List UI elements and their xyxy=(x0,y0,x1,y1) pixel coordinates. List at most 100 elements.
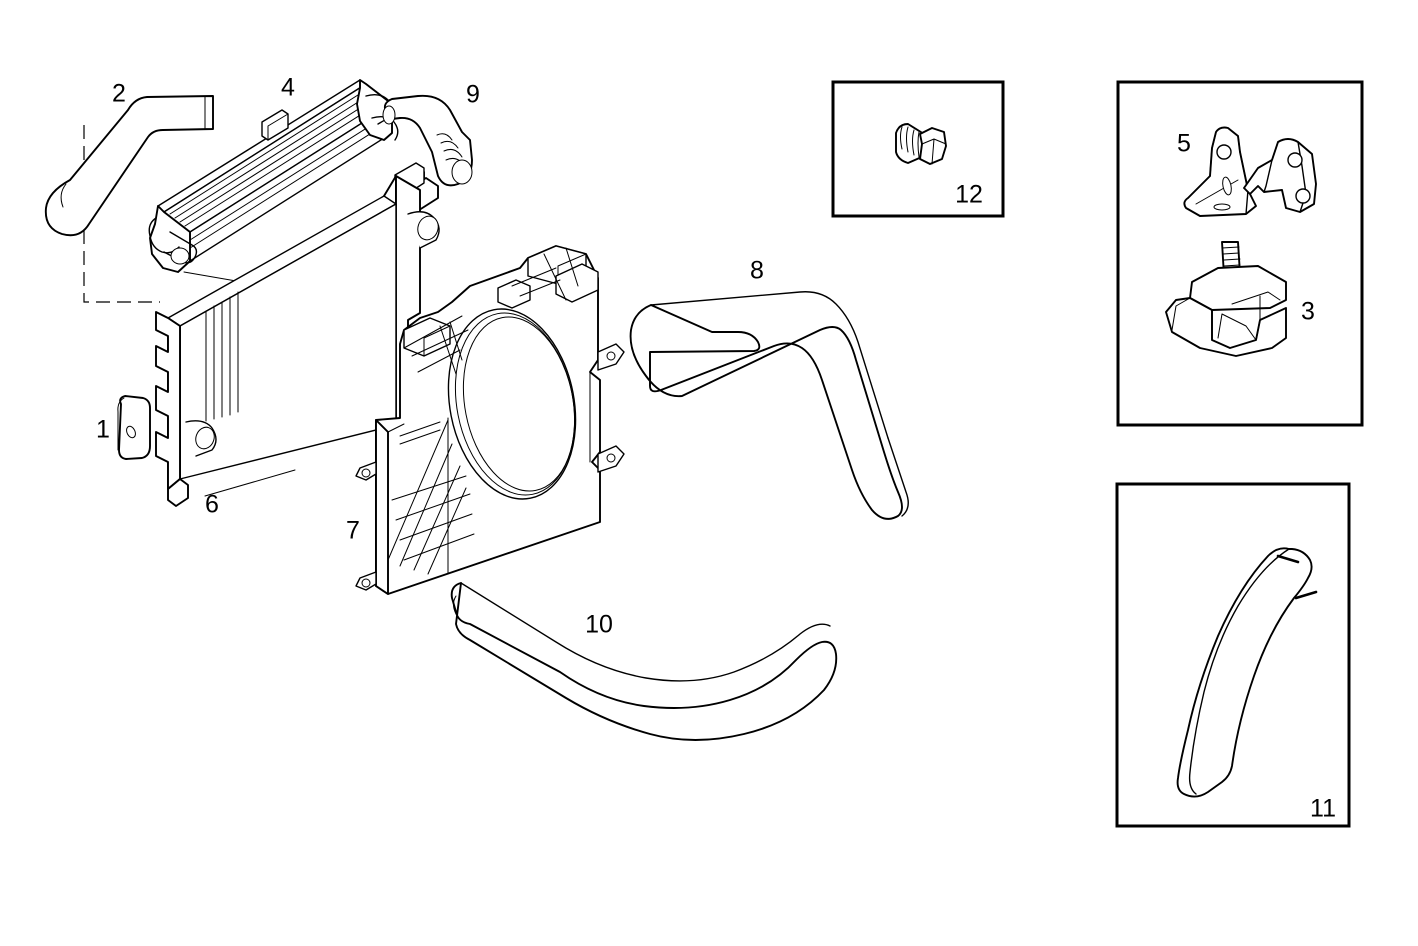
shroud-rib-diag-upper xyxy=(439,321,463,375)
inset-box-bracket-mount: 5 3 xyxy=(1116,80,1364,427)
bracket-left-body xyxy=(1183,126,1257,217)
hose-2-outline xyxy=(44,95,214,237)
callout-12: 12 xyxy=(955,181,983,209)
part-3-engine-mount: 3 xyxy=(1165,241,1315,357)
cooler-front-fin xyxy=(189,119,393,249)
callout-7: 7 xyxy=(346,517,360,545)
callout-8: 8 xyxy=(750,257,764,285)
part-4-oil-cooler xyxy=(148,79,399,303)
shroud-left-wall xyxy=(375,419,389,595)
shroud-fan-opening-outer xyxy=(447,308,577,500)
bracket-slot-mid xyxy=(1222,176,1232,196)
mount-inner-rib xyxy=(1231,291,1281,305)
pipe-11-inner-edge xyxy=(1188,548,1290,795)
pipe-11-stripe-lower xyxy=(1294,590,1318,600)
shroud-hatch-a xyxy=(387,419,467,575)
bracket-right-inner xyxy=(1263,141,1279,193)
shroud-hatch-b xyxy=(391,475,475,561)
hose-10-upper-edge xyxy=(460,582,831,682)
inset-box-11: 11 xyxy=(1115,482,1351,828)
shroud-fan-opening-inner xyxy=(462,316,576,492)
radiator-left-port xyxy=(195,426,215,450)
hose-2-inner-bend xyxy=(60,183,67,208)
mount-body xyxy=(1165,297,1287,357)
radiator-left-tank-side xyxy=(155,311,181,490)
cooler-left-neck-b xyxy=(163,231,198,264)
hose-9-left-opening xyxy=(382,105,396,125)
bracket-right-hole-bottom xyxy=(1295,188,1311,204)
pipe-11-stripe-top xyxy=(1276,554,1300,564)
shroud-rib-group-upper xyxy=(403,315,469,373)
mount-pad-edge xyxy=(117,397,125,451)
mount-left-face xyxy=(1171,297,1191,331)
bolt-head-facets xyxy=(921,138,947,165)
shroud-rib-diag-top xyxy=(543,247,579,301)
dashed-reference-line xyxy=(83,125,160,303)
bracket-slot-bottom xyxy=(1213,203,1231,211)
shroud-rib-top-bar xyxy=(511,267,561,297)
cooler-fin xyxy=(169,87,370,215)
shroud-mid-tab xyxy=(497,279,531,309)
shroud-rib-bar-left xyxy=(399,421,441,445)
mount-pad-slot xyxy=(126,425,136,439)
shroud-wall-fold xyxy=(387,423,405,433)
radiator-outlet-port xyxy=(417,215,439,241)
cooler-fin xyxy=(174,91,375,219)
hose-9-right-opening xyxy=(451,159,473,185)
radiator-bottom-foot xyxy=(167,478,189,507)
shroud-right-hole-top xyxy=(606,351,616,361)
bracket-inset-frame xyxy=(1116,80,1364,427)
callout-4: 4 xyxy=(281,74,295,102)
cooler-fin xyxy=(184,99,385,227)
leader-line-6 xyxy=(204,469,296,497)
hose-8-upper-edge xyxy=(650,291,889,439)
cooler-right-neck-b xyxy=(371,115,399,141)
callout-9: 9 xyxy=(466,81,480,109)
mount-edge-b xyxy=(1255,319,1261,341)
part-10-lower-radiator-hose xyxy=(450,582,838,741)
mount-top-face xyxy=(1189,265,1287,311)
cooler-left-neck-a xyxy=(148,217,180,254)
bracket-hole-top xyxy=(1216,144,1232,160)
callout-11: 11 xyxy=(1310,795,1336,823)
cooler-left-port xyxy=(170,247,190,265)
hose-8-outline xyxy=(629,304,903,520)
part-7-fan-shroud xyxy=(355,245,625,595)
callout-10: 10 xyxy=(585,611,613,639)
hose-10-left-cap xyxy=(453,595,457,615)
cooler-right-tank xyxy=(356,79,393,141)
bracket-left-edge xyxy=(1237,135,1249,215)
shroud-left-hole-top xyxy=(361,468,371,478)
callout-3: 3 xyxy=(1301,298,1315,326)
pipe-inset-frame xyxy=(1115,482,1351,828)
callout-5: 5 xyxy=(1177,130,1191,158)
part-1-rubber-mounting-pad xyxy=(117,395,151,460)
cooler-front-fin xyxy=(189,111,393,241)
hose-9-bellows-rib xyxy=(443,149,463,158)
bracket-right-hole-top xyxy=(1287,152,1303,168)
mount-pad-body xyxy=(118,395,151,460)
mount-v-rib xyxy=(1217,313,1257,341)
inset-box-12: 12 xyxy=(831,80,1005,218)
callout-labels: 1 2 4 6 7 8 9 10 xyxy=(96,74,764,639)
cooler-top-tab-fold xyxy=(267,113,289,141)
callout-2: 2 xyxy=(112,80,126,108)
bolt-inset-frame xyxy=(831,80,1005,218)
hose-8-outer-bend xyxy=(887,437,909,517)
pipe-11-outline xyxy=(1176,547,1313,798)
bracket-left-inner xyxy=(1187,131,1217,199)
hose-9-bellows-rib xyxy=(436,133,453,141)
mount-stud-threads xyxy=(1221,246,1241,272)
shroud-step xyxy=(375,417,401,421)
part-5-mounting-bracket: 5 xyxy=(1177,126,1317,217)
cooler-fin xyxy=(179,95,380,223)
part-2-upper-coolant-hose xyxy=(44,95,214,303)
hose-10-outline xyxy=(450,582,838,741)
hose-9-bellows-rib xyxy=(440,140,459,149)
callout-6: 6 xyxy=(205,491,219,519)
part-8-upper-radiator-hose xyxy=(629,291,909,520)
shroud-right-hole-bottom xyxy=(606,453,616,463)
bolt-threads xyxy=(900,126,920,158)
